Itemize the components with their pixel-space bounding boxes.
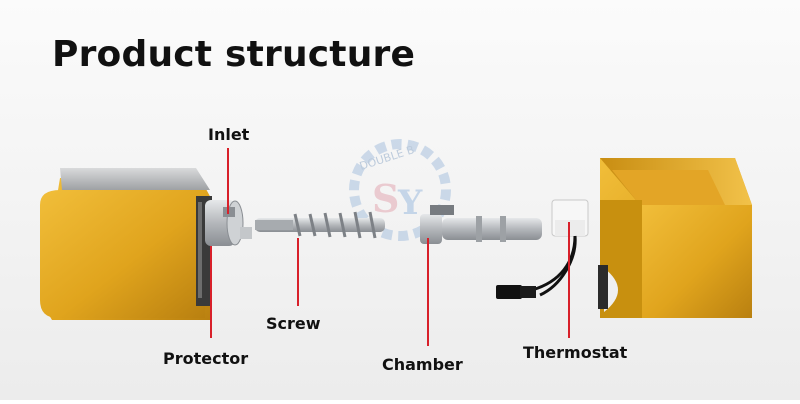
svg-text:Y: Y [397,183,423,223]
watermark-logo: S Y DOUBLE B [349,139,451,241]
screw-part [255,211,385,239]
part-label-screw: Screw [266,314,321,333]
part-label-protector: Protector [163,349,249,368]
page-title: Product structure [52,34,416,75]
part-label-inlet: Inlet [208,125,250,144]
part-label-thermostat: Thermostat [523,343,628,362]
thermostat-part [496,199,589,299]
left-housing [40,168,212,320]
svg-text:S: S [372,176,399,221]
part-label-chamber: Chamber [382,355,463,374]
right-housing [598,158,752,318]
chamber-part [420,205,542,244]
